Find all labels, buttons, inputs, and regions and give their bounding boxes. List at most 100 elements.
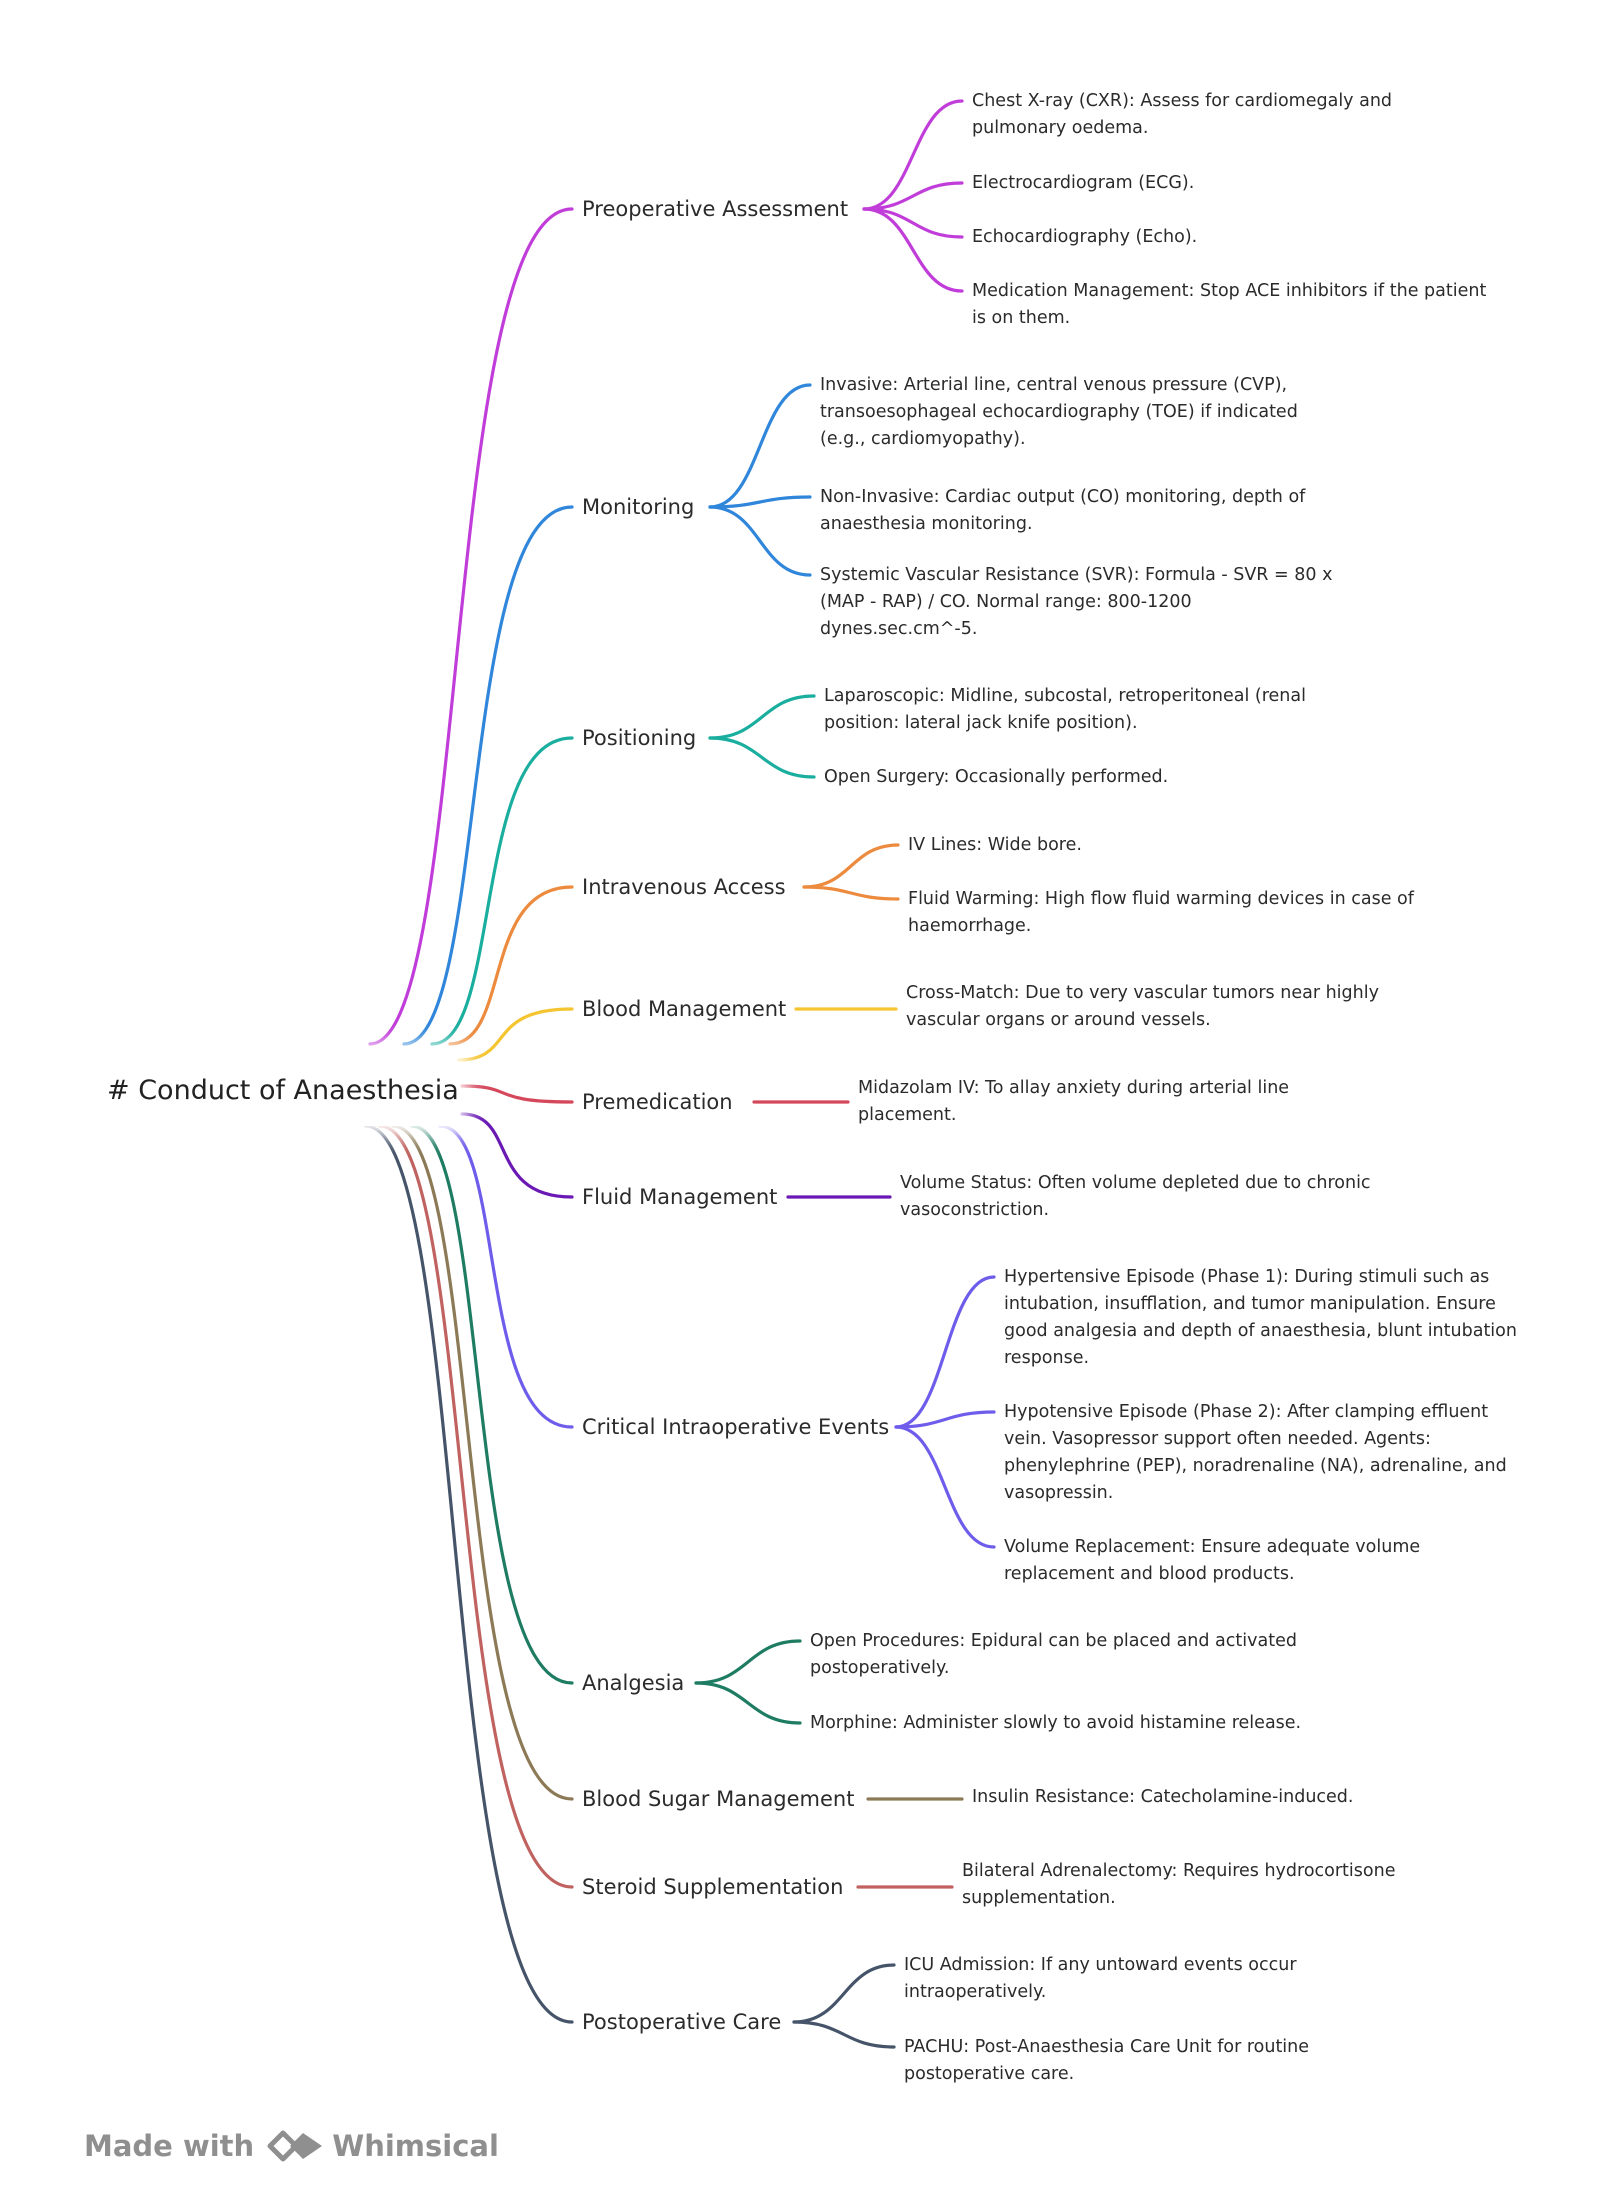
branch-node-positioning[interactable]: Positioning xyxy=(582,724,696,752)
root-node-label: # Conduct of Anaesthesia xyxy=(107,1074,459,1106)
leaf-text: Hypertensive Episode (Phase 1): During s… xyxy=(1004,1267,1517,1368)
connector-preoperative-assessment-leaf-1 xyxy=(862,99,964,211)
connector-root-analgesia xyxy=(410,1124,574,1685)
connector-positioning-leaf-1 xyxy=(708,694,816,740)
branch-label: Postoperative Care xyxy=(582,2010,782,2034)
branch-node-premedication[interactable]: Premedication xyxy=(582,1088,733,1116)
leaf-text: PACHU: Post-Anaesthesia Care Unit for ro… xyxy=(904,2037,1310,2084)
leaf-node-blood-management-1[interactable]: Cross-Match: Due to very vascular tumors… xyxy=(906,980,1379,1034)
connector-preoperative-assessment-leaf-4 xyxy=(862,207,964,293)
leaf-text: Echocardiography (Echo). xyxy=(972,227,1198,247)
leaf-text: Systemic Vascular Resistance (SVR): Form… xyxy=(820,565,1333,639)
leaf-node-critical-intraoperative-events-1[interactable]: Hypertensive Episode (Phase 1): During s… xyxy=(1004,1264,1517,1372)
leaf-text: Midazolam IV: To allay anxiety during ar… xyxy=(858,1078,1290,1125)
leaf-text: Invasive: Arterial line, central venous … xyxy=(820,375,1298,449)
leaf-text: IV Lines: Wide bore. xyxy=(908,835,1082,855)
whimsical-logo-icon xyxy=(267,2130,323,2162)
connector-preoperative-assessment-leaf-3 xyxy=(862,207,964,239)
leaf-text: Chest X-ray (CXR): Assess for cardiomega… xyxy=(972,91,1393,138)
leaf-text: Open Procedures: Epidural can be placed … xyxy=(810,1631,1297,1678)
branch-label: Premedication xyxy=(582,1090,733,1114)
leaf-node-critical-intraoperative-events-3[interactable]: Volume Replacement: Ensure adequate volu… xyxy=(1004,1534,1420,1588)
connector-critical-intraoperative-events-leaf-2 xyxy=(894,1410,996,1429)
leaf-node-postoperative-care-1[interactable]: ICU Admission: If any untoward events oc… xyxy=(904,1952,1297,2006)
leaf-node-preoperative-assessment-1[interactable]: Chest X-ray (CXR): Assess for cardiomega… xyxy=(972,88,1392,142)
leaf-text: Volume Status: Often volume depleted due… xyxy=(900,1173,1371,1220)
leaf-node-preoperative-assessment-4[interactable]: Medication Management: Stop ACE inhibito… xyxy=(972,278,1486,332)
made-with-whimsical-badge[interactable]: Made with Whimsical xyxy=(84,2124,499,2168)
leaf-text: Non-Invasive: Cardiac output (CO) monito… xyxy=(820,487,1306,534)
branch-node-critical-intraoperative-events[interactable]: Critical Intraoperative Events xyxy=(582,1413,889,1441)
connector-root-intravenous-access xyxy=(448,885,574,1046)
leaf-node-blood-sugar-management-1[interactable]: Insulin Resistance: Catecholamine-induce… xyxy=(972,1784,1353,1811)
connector-positioning-leaf-2 xyxy=(708,736,816,779)
leaf-node-monitoring-3[interactable]: Systemic Vascular Resistance (SVR): Form… xyxy=(820,562,1332,643)
connector-root-premedication xyxy=(460,1084,574,1104)
connector-intravenous-access-leaf-2 xyxy=(802,885,900,901)
connector-root-monitoring xyxy=(402,505,574,1046)
leaf-text: Laparoscopic: Midline, subcostal, retrop… xyxy=(824,686,1306,733)
leaf-node-premedication-1[interactable]: Midazolam IV: To allay anxiety during ar… xyxy=(858,1075,1289,1129)
connector-root-blood-sugar-management xyxy=(391,1124,574,1801)
leaf-text: ICU Admission: If any untoward events oc… xyxy=(904,1955,1297,2002)
leaf-text: Hypotensive Episode (Phase 2): After cla… xyxy=(1004,1402,1507,1503)
connector-root-critical-intraoperative-events xyxy=(438,1124,574,1429)
branch-label: Fluid Management xyxy=(582,1185,778,1209)
leaf-text: Volume Replacement: Ensure adequate volu… xyxy=(1004,1537,1421,1584)
leaf-text: Bilateral Adrenalectomy: Requires hydroc… xyxy=(962,1861,1396,1908)
leaf-node-positioning-2[interactable]: Open Surgery: Occasionally performed. xyxy=(824,764,1168,791)
branch-node-steroid-supplementation[interactable]: Steroid Supplementation xyxy=(582,1873,843,1901)
leaf-node-postoperative-care-2[interactable]: PACHU: Post-Anaesthesia Care Unit for ro… xyxy=(904,2034,1309,2088)
branch-label: Analgesia xyxy=(582,1671,685,1695)
connector-root-postoperative-care xyxy=(364,1124,574,2024)
branch-label: Monitoring xyxy=(582,495,695,519)
connector-critical-intraoperative-events-leaf-3 xyxy=(894,1425,996,1549)
branch-label: Blood Management xyxy=(582,997,787,1021)
branch-node-preoperative-assessment[interactable]: Preoperative Assessment xyxy=(582,195,848,223)
connector-monitoring-leaf-3 xyxy=(708,505,812,577)
leaf-node-monitoring-1[interactable]: Invasive: Arterial line, central venous … xyxy=(820,372,1298,453)
leaf-node-fluid-management-1[interactable]: Volume Status: Often volume depleted due… xyxy=(900,1170,1371,1224)
connector-monitoring-leaf-2 xyxy=(708,495,812,509)
leaf-node-preoperative-assessment-2[interactable]: Electrocardiogram (ECG). xyxy=(972,170,1194,197)
leaf-node-steroid-supplementation-1[interactable]: Bilateral Adrenalectomy: Requires hydroc… xyxy=(962,1858,1395,1912)
leaf-node-intravenous-access-1[interactable]: IV Lines: Wide bore. xyxy=(908,832,1082,859)
branch-node-monitoring[interactable]: Monitoring xyxy=(582,493,694,521)
root-node[interactable]: # Conduct of Anaesthesia xyxy=(85,1054,459,1126)
connector-postoperative-care-leaf-1 xyxy=(792,1963,896,2024)
connector-intravenous-access-leaf-1 xyxy=(802,843,900,889)
branch-label: Preoperative Assessment xyxy=(582,197,849,221)
connector-root-steroid-supplementation xyxy=(378,1124,574,1889)
branch-node-blood-management[interactable]: Blood Management xyxy=(582,995,786,1023)
branch-node-analgesia[interactable]: Analgesia xyxy=(582,1669,684,1697)
branch-node-fluid-management[interactable]: Fluid Management xyxy=(582,1183,777,1211)
connector-root-fluid-management xyxy=(460,1112,574,1199)
leaf-node-critical-intraoperative-events-2[interactable]: Hypotensive Episode (Phase 2): After cla… xyxy=(1004,1399,1507,1507)
made-with-text: Made with xyxy=(84,2129,255,2163)
branch-node-postoperative-care[interactable]: Postoperative Care xyxy=(582,2008,781,2036)
leaf-text: Insulin Resistance: Catecholamine-induce… xyxy=(972,1787,1354,1807)
connector-analgesia-leaf-1 xyxy=(694,1639,802,1685)
branch-label: Positioning xyxy=(582,726,697,750)
branch-label: Blood Sugar Management xyxy=(582,1787,855,1811)
connector-postoperative-care-leaf-2 xyxy=(792,2020,896,2049)
leaf-node-analgesia-2[interactable]: Morphine: Administer slowly to avoid his… xyxy=(810,1710,1301,1737)
leaf-text: Open Surgery: Occasionally performed. xyxy=(824,767,1169,787)
connector-monitoring-leaf-1 xyxy=(708,383,812,509)
branch-label: Intravenous Access xyxy=(582,875,786,899)
connector-analgesia-leaf-2 xyxy=(694,1681,802,1725)
connector-preoperative-assessment-leaf-2 xyxy=(862,181,964,211)
branch-node-blood-sugar-management[interactable]: Blood Sugar Management xyxy=(582,1785,854,1813)
connector-root-blood-management xyxy=(456,1007,574,1062)
leaf-node-monitoring-2[interactable]: Non-Invasive: Cardiac output (CO) monito… xyxy=(820,484,1305,538)
connector-critical-intraoperative-events-leaf-1 xyxy=(894,1275,996,1429)
branch-node-intravenous-access[interactable]: Intravenous Access xyxy=(582,873,786,901)
leaf-node-preoperative-assessment-3[interactable]: Echocardiography (Echo). xyxy=(972,224,1197,251)
leaf-text: Fluid Warming: High flow fluid warming d… xyxy=(908,889,1414,936)
leaf-node-positioning-1[interactable]: Laparoscopic: Midline, subcostal, retrop… xyxy=(824,683,1306,737)
leaf-text: Cross-Match: Due to very vascular tumors… xyxy=(906,983,1379,1030)
leaf-node-analgesia-1[interactable]: Open Procedures: Epidural can be placed … xyxy=(810,1628,1297,1682)
leaf-node-intravenous-access-2[interactable]: Fluid Warming: High flow fluid warming d… xyxy=(908,886,1414,940)
